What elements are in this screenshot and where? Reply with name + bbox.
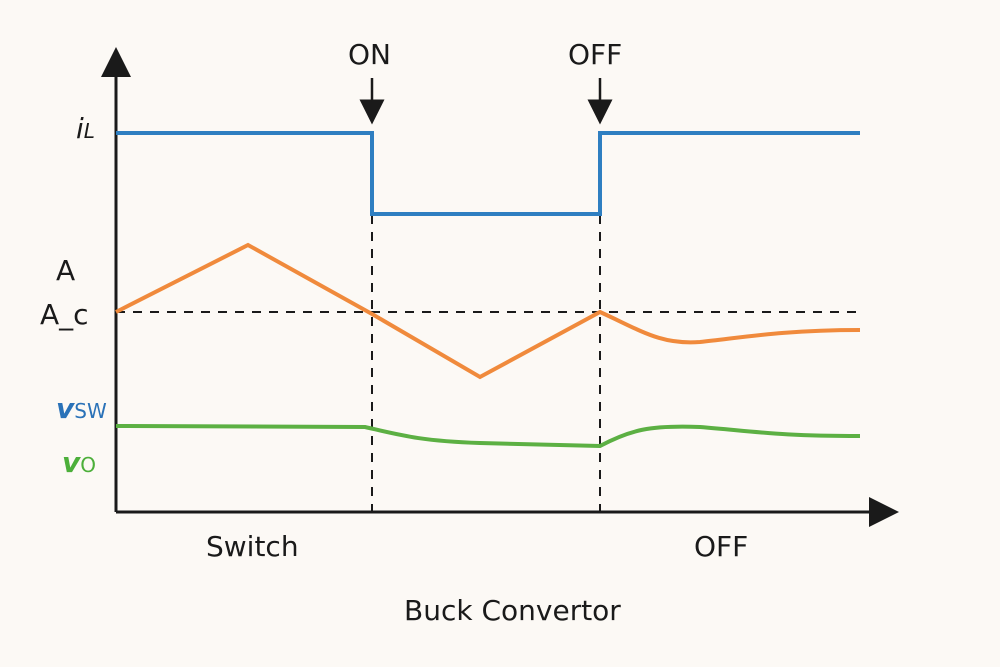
il-label-main: i: [76, 112, 84, 145]
vo-label: vO: [62, 446, 96, 479]
il-label: iL: [76, 112, 95, 145]
il-label-sub: L: [83, 119, 95, 143]
off-marker-label: OFF: [568, 38, 623, 71]
off-region-label: OFF: [694, 530, 749, 563]
vsw-label-sub: SW: [74, 399, 107, 423]
il-waveform: [116, 131, 860, 216]
on-marker-label: ON: [348, 38, 391, 71]
ac-label: A_c: [40, 298, 89, 331]
ramp-waveform: [115, 242, 861, 380]
switch-label: Switch: [206, 530, 299, 563]
vo-label-main: v: [62, 446, 81, 479]
a-label: A: [56, 254, 76, 287]
vsw-label-main: v: [56, 392, 75, 425]
vo-waveform: [115, 424, 861, 449]
vo-label-sub: O: [80, 453, 97, 477]
diagram-title: Buck Convertor: [404, 594, 621, 627]
vsw-label: vSW: [56, 392, 107, 425]
